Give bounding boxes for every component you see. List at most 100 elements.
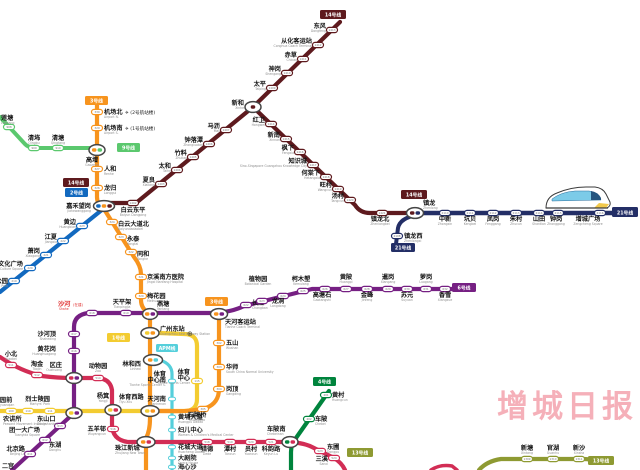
station-name: 车陂 [315,415,328,423]
line-badge-label: 3号线 [90,98,103,105]
station-name-pinyin: Xinsha [574,451,585,455]
station-name-pinyin: Tuanyida Square [13,433,40,437]
station-code: 1409 [268,86,275,90]
station-name-pinyin: Zhuliao [175,156,187,160]
station-name: 机场北 [104,108,123,116]
station-name: 山田 [533,215,545,223]
station-name: 坑贝 [464,215,476,223]
interchange-station [136,435,156,449]
station-code: 402 [306,417,312,421]
station-code: 1414 [267,122,274,126]
line-badge [156,344,178,352]
station-marker [265,84,279,92]
station-marker [264,120,278,128]
station-name: 五山 [226,339,238,347]
station-name: 凤岗 [487,215,499,223]
station-code: 520 [248,440,254,444]
station-marker [360,285,374,293]
station-name-pinyin: Taihe [162,169,171,173]
station-name: 中新 [439,215,452,223]
line-chip [147,358,153,362]
station-name: 黄村 [332,391,345,399]
line-badge-label: 14号线 [406,192,422,199]
station-marker [400,285,414,293]
station-name-pinyin: Yangji [98,399,107,403]
station-marker [325,26,339,34]
station-name-pinyin: Guangzhou East Railway Station [160,332,210,336]
station-name: 猎德 [201,445,214,453]
station-name-pinyin: Hetangxia [304,176,320,180]
station-marker [264,438,278,446]
station-marker [279,135,293,143]
station-marker [170,166,184,174]
station-marker [23,450,37,458]
station-name: 岗顶 [226,385,239,393]
station-name-pinyin: Shengang [265,72,281,76]
line-chip [290,440,296,444]
station-name: 香雪 [438,291,451,299]
station-name: 红卫 [253,116,266,124]
station-name-pinyin: Zhujiang New Town [115,451,145,455]
station-marker [212,385,226,393]
station-name-pinyin: Wushan [226,346,238,350]
station-name: 植物园 [248,275,268,283]
station-code: 302 [216,341,222,345]
line-badge-label: 2号线 [70,190,83,197]
station-marker [91,374,105,382]
station-code: 2112 [489,211,496,215]
station-marker [318,285,332,293]
station-name: 清塘 [52,134,65,142]
station-name-pinyin: Zoo [95,369,101,373]
station-name: 珠江新城 [115,444,141,452]
station-marker [190,377,204,385]
shahe-pinyin: Shahe [59,307,69,311]
line-chip [150,409,156,413]
station-marker [296,55,310,63]
station-name: 清㘵 [28,134,41,142]
station-name-pinyin: Zhongxin [438,222,453,226]
station-name-pinyin: Baiyun Dongping [120,213,147,217]
station-code: 630 [404,287,410,291]
station-name: 动物园 [89,362,108,370]
station-name: 杨箕 [97,392,110,400]
station-name: 白云东平 [121,206,147,214]
station-code: 115 [194,379,200,383]
station-marker [219,126,233,134]
station-name: 淘金 [30,360,44,368]
station-name-pinyin: Qingbu [28,141,39,145]
station-name-pinyin: Guanhu [547,451,559,455]
station-name: 烈士陵园 [25,395,50,403]
line-badge [347,448,373,457]
station-name-pinyin: Yongtai [127,242,138,246]
station-name: 海心沙 [178,463,197,470]
station-name: 农讲所 [2,415,22,423]
station-name-pinyin: Gongyuanqian [0,403,14,407]
station-name: 枫下 [282,144,294,152]
station-name: 萧岗 [28,247,40,255]
line-chip [144,312,150,316]
station-name: 人和 [104,165,116,173]
station-code: 521 [268,440,274,444]
station-name-pinyin: Tianhenan [149,402,166,406]
station-name: 汤村 [332,192,345,200]
line-chip [74,411,80,415]
station-marker [244,438,258,446]
station-name: 东圃 [327,443,339,451]
station-name-pinyin: Shantian [532,222,546,226]
station-code: 1421 [378,211,385,215]
station-name: 何棠下 [301,169,320,177]
station-name-pinyin: Zengcheng Square [573,222,602,226]
station-marker [202,140,216,148]
line-badge [63,178,89,187]
station-marker [168,378,176,384]
station-name-pinyin: Yantang [157,307,169,311]
station-name: 太平 [254,80,267,88]
station-name: 五羊邨 [87,425,106,433]
station-name: 江夏 [45,233,58,241]
station-code: 909 [31,146,37,150]
station-name-pinyin: Xinhe [235,106,244,110]
station-code: 516 [110,427,116,431]
station-name: 员村 [245,445,258,453]
station-marker [375,209,389,217]
